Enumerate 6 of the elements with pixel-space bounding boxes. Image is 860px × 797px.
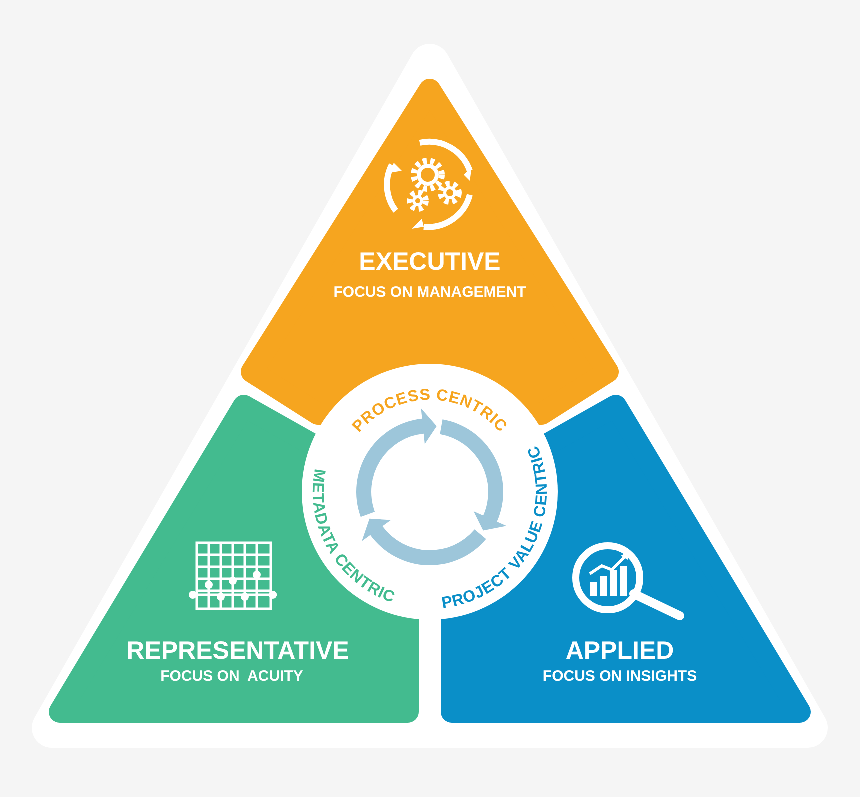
section-title: EXECUTIVE: [359, 247, 501, 278]
section-title: REPRESENTATIVE: [126, 636, 350, 667]
section-subtitle: FOCUS ON MANAGEMENT: [334, 283, 526, 303]
section-title: APPLIED: [566, 636, 674, 667]
section-subtitle: FOCUS ON INSIGHTS: [542, 667, 698, 687]
section-subtitle: FOCUS ON ACUITY: [160, 667, 304, 687]
